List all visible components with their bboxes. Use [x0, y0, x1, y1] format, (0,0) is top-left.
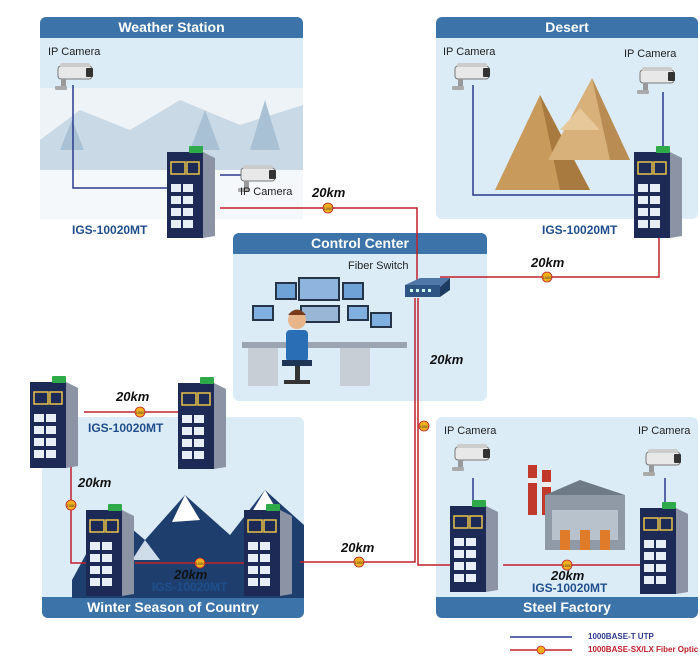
desert-camera2-label: IP Camera	[624, 48, 677, 60]
desert-camera1-label: IP Camera	[443, 46, 496, 58]
legend-fiber-label: 1000BASE-SX/LX Fiber Optic	[588, 645, 699, 654]
distance-desert-label: 20km	[531, 255, 565, 270]
distance-winter-top-label: 20km	[116, 389, 150, 404]
fiber-switch-label: Fiber Switch	[348, 260, 409, 272]
desert-pyramids-image	[495, 78, 630, 190]
igs-switch-icon	[243, 503, 293, 597]
utp-links	[72, 85, 666, 505]
utp-link-desert-cam1	[472, 85, 634, 196]
weather-device-label: IGS-10020MT	[72, 223, 148, 237]
steel-camera2-label: IP Camera	[638, 425, 691, 437]
ip-camera-icon	[451, 62, 491, 91]
igs-switch-icon	[633, 145, 683, 239]
igs-switch-icon	[29, 375, 79, 469]
igs-switch-icon	[166, 145, 216, 239]
distance-winter-left-label: 20km	[78, 475, 112, 490]
desert-device-label: IGS-10020MT	[542, 223, 618, 237]
fiber-badge-text: 1000	[67, 503, 77, 508]
distance-weather-label: 20km	[312, 185, 346, 200]
weather-camera1-label: IP Camera	[48, 46, 101, 58]
factory-image	[528, 465, 625, 550]
igs-switch-icon	[85, 503, 135, 597]
distance-steel-label: 20km	[551, 568, 585, 583]
fiber-badges: 1000 1000 1000 1000 1000 1000 1000 1000	[65, 202, 573, 571]
weather-camera2-label: IP Camera	[240, 186, 293, 198]
distance-center-down-label: 20km	[430, 352, 464, 367]
steel-camera1-label: IP Camera	[444, 425, 497, 437]
fiber-badge: 1000	[134, 406, 146, 418]
legend-utp-label: 1000BASE-T UTP	[588, 632, 654, 641]
fiber-badge-text: 1000	[196, 561, 206, 566]
winter-title: Winter Season of Country	[42, 597, 304, 618]
igs-switch-icon	[177, 376, 227, 470]
utp-link-weather-cam1	[72, 85, 167, 189]
fiber-badge: 1000	[322, 202, 334, 214]
winter-device-bottom-label: IGS-10020MT	[152, 580, 228, 594]
desert-title: Desert	[436, 17, 698, 38]
weather-station-title: Weather Station	[40, 17, 303, 38]
fiber-badge-text: 1000	[136, 410, 146, 415]
distance-winter-bottom-label: 20km	[174, 567, 208, 582]
fiber-badge-text: 1000	[355, 560, 365, 565]
fiber-badge-text: 1000	[324, 206, 334, 211]
fiber-badge: 1000	[353, 556, 365, 568]
fiber-badge: 1000	[418, 420, 430, 432]
fiber-badge: 1000	[561, 559, 573, 571]
fiber-badge: 1000	[194, 557, 206, 569]
fiber-badge-text: 1000	[420, 424, 430, 429]
operator-workstation-image	[242, 277, 407, 386]
fiber-badge-text: 1000	[543, 275, 553, 280]
fiber-link-weather	[220, 207, 418, 285]
fiber-link-center-down	[417, 298, 461, 566]
distance-winter-center-label: 20km	[341, 540, 375, 555]
legend	[510, 636, 572, 655]
fiber-badge-text: 1000	[563, 563, 573, 568]
ip-camera-icon	[451, 443, 491, 472]
steel-factory-title: Steel Factory	[436, 597, 698, 618]
ip-camera-icon	[54, 62, 94, 91]
fiber-link-winter-center	[300, 298, 416, 563]
fiber-badge: 1000	[65, 499, 77, 511]
winter-device-top-label: IGS-10020MT	[88, 421, 164, 435]
igs-switch-icon	[639, 501, 689, 595]
fiber-link-desert	[440, 225, 660, 278]
legend-fiber-badge	[536, 645, 546, 655]
fiber-links	[70, 207, 660, 566]
fiber-badge: 1000	[541, 271, 553, 283]
ip-camera-icon	[636, 66, 676, 95]
control-center-title: Control Center	[233, 233, 487, 254]
ip-camera-icon	[642, 448, 682, 477]
igs-switch-icon	[449, 499, 499, 593]
steel-device-label: IGS-10020MT	[532, 581, 608, 595]
fiber-switch-icon	[405, 278, 450, 297]
